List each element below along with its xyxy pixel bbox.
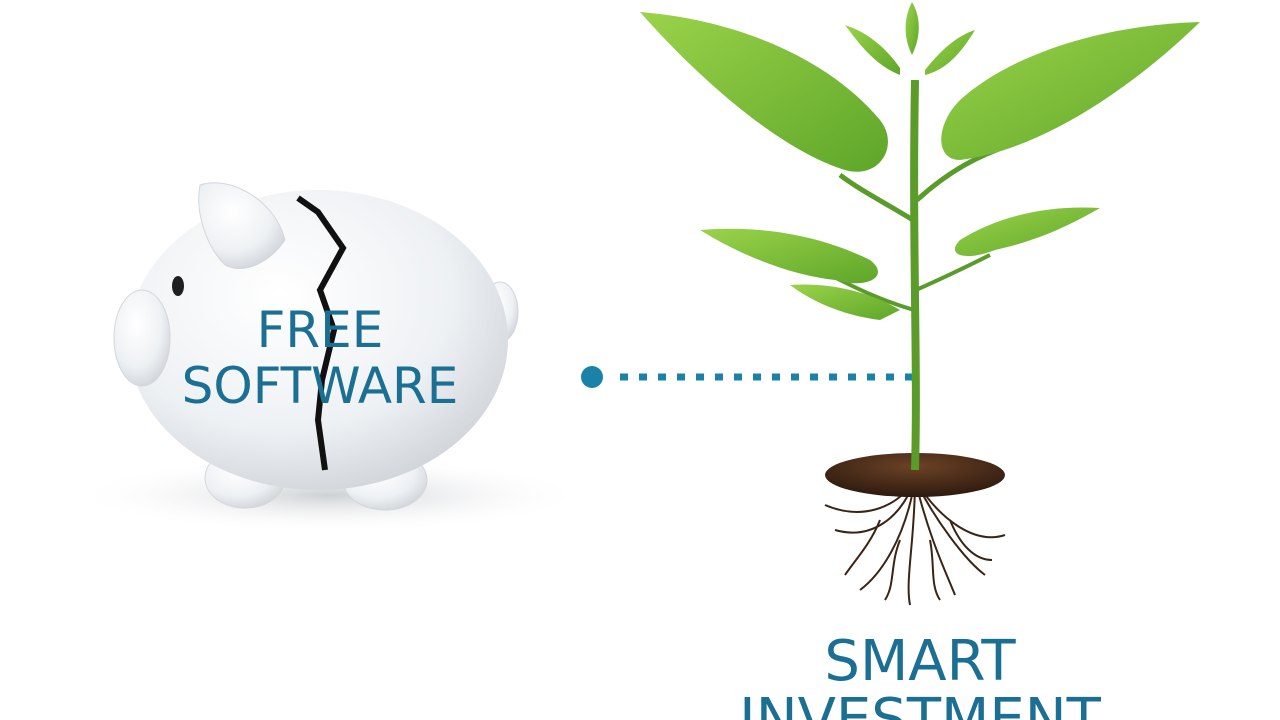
connector-start-dot — [581, 366, 603, 388]
smart-investment-line-2: INVESTMENT — [739, 687, 1101, 720]
pig-body — [128, 190, 508, 490]
free-software-label: FREE SOFTWARE — [160, 305, 480, 417]
pig-shadow — [70, 457, 590, 533]
leaf-top-right-large — [941, 22, 1200, 160]
leaf-lower-left — [790, 284, 900, 320]
piggy-bank — [70, 182, 590, 533]
leaf-mid-left — [700, 228, 878, 284]
free-software-line-2: SOFTWARE — [181, 357, 459, 415]
pig-crack — [296, 195, 347, 471]
leaf-top-left-large — [640, 12, 888, 172]
leaf-mid-right — [954, 207, 1100, 257]
free-software-line-1: FREE — [256, 301, 384, 359]
plant-stem — [910, 79, 920, 471]
leaf-top-small-2 — [905, 2, 919, 55]
plant — [640, 2, 1200, 606]
pig-eye — [172, 276, 184, 296]
leaf-top-small-1 — [845, 25, 900, 75]
pig-snout — [113, 289, 171, 387]
smart-investment-line-1: SMART — [824, 629, 1016, 694]
leaf-top-small-3 — [925, 30, 975, 75]
dotted-connector — [581, 366, 920, 388]
pig-ear — [198, 182, 286, 269]
plant-soil — [825, 453, 1005, 497]
smart-investment-label: SMART INVESTMENT — [700, 634, 1140, 720]
plant-roots — [824, 479, 1006, 606]
